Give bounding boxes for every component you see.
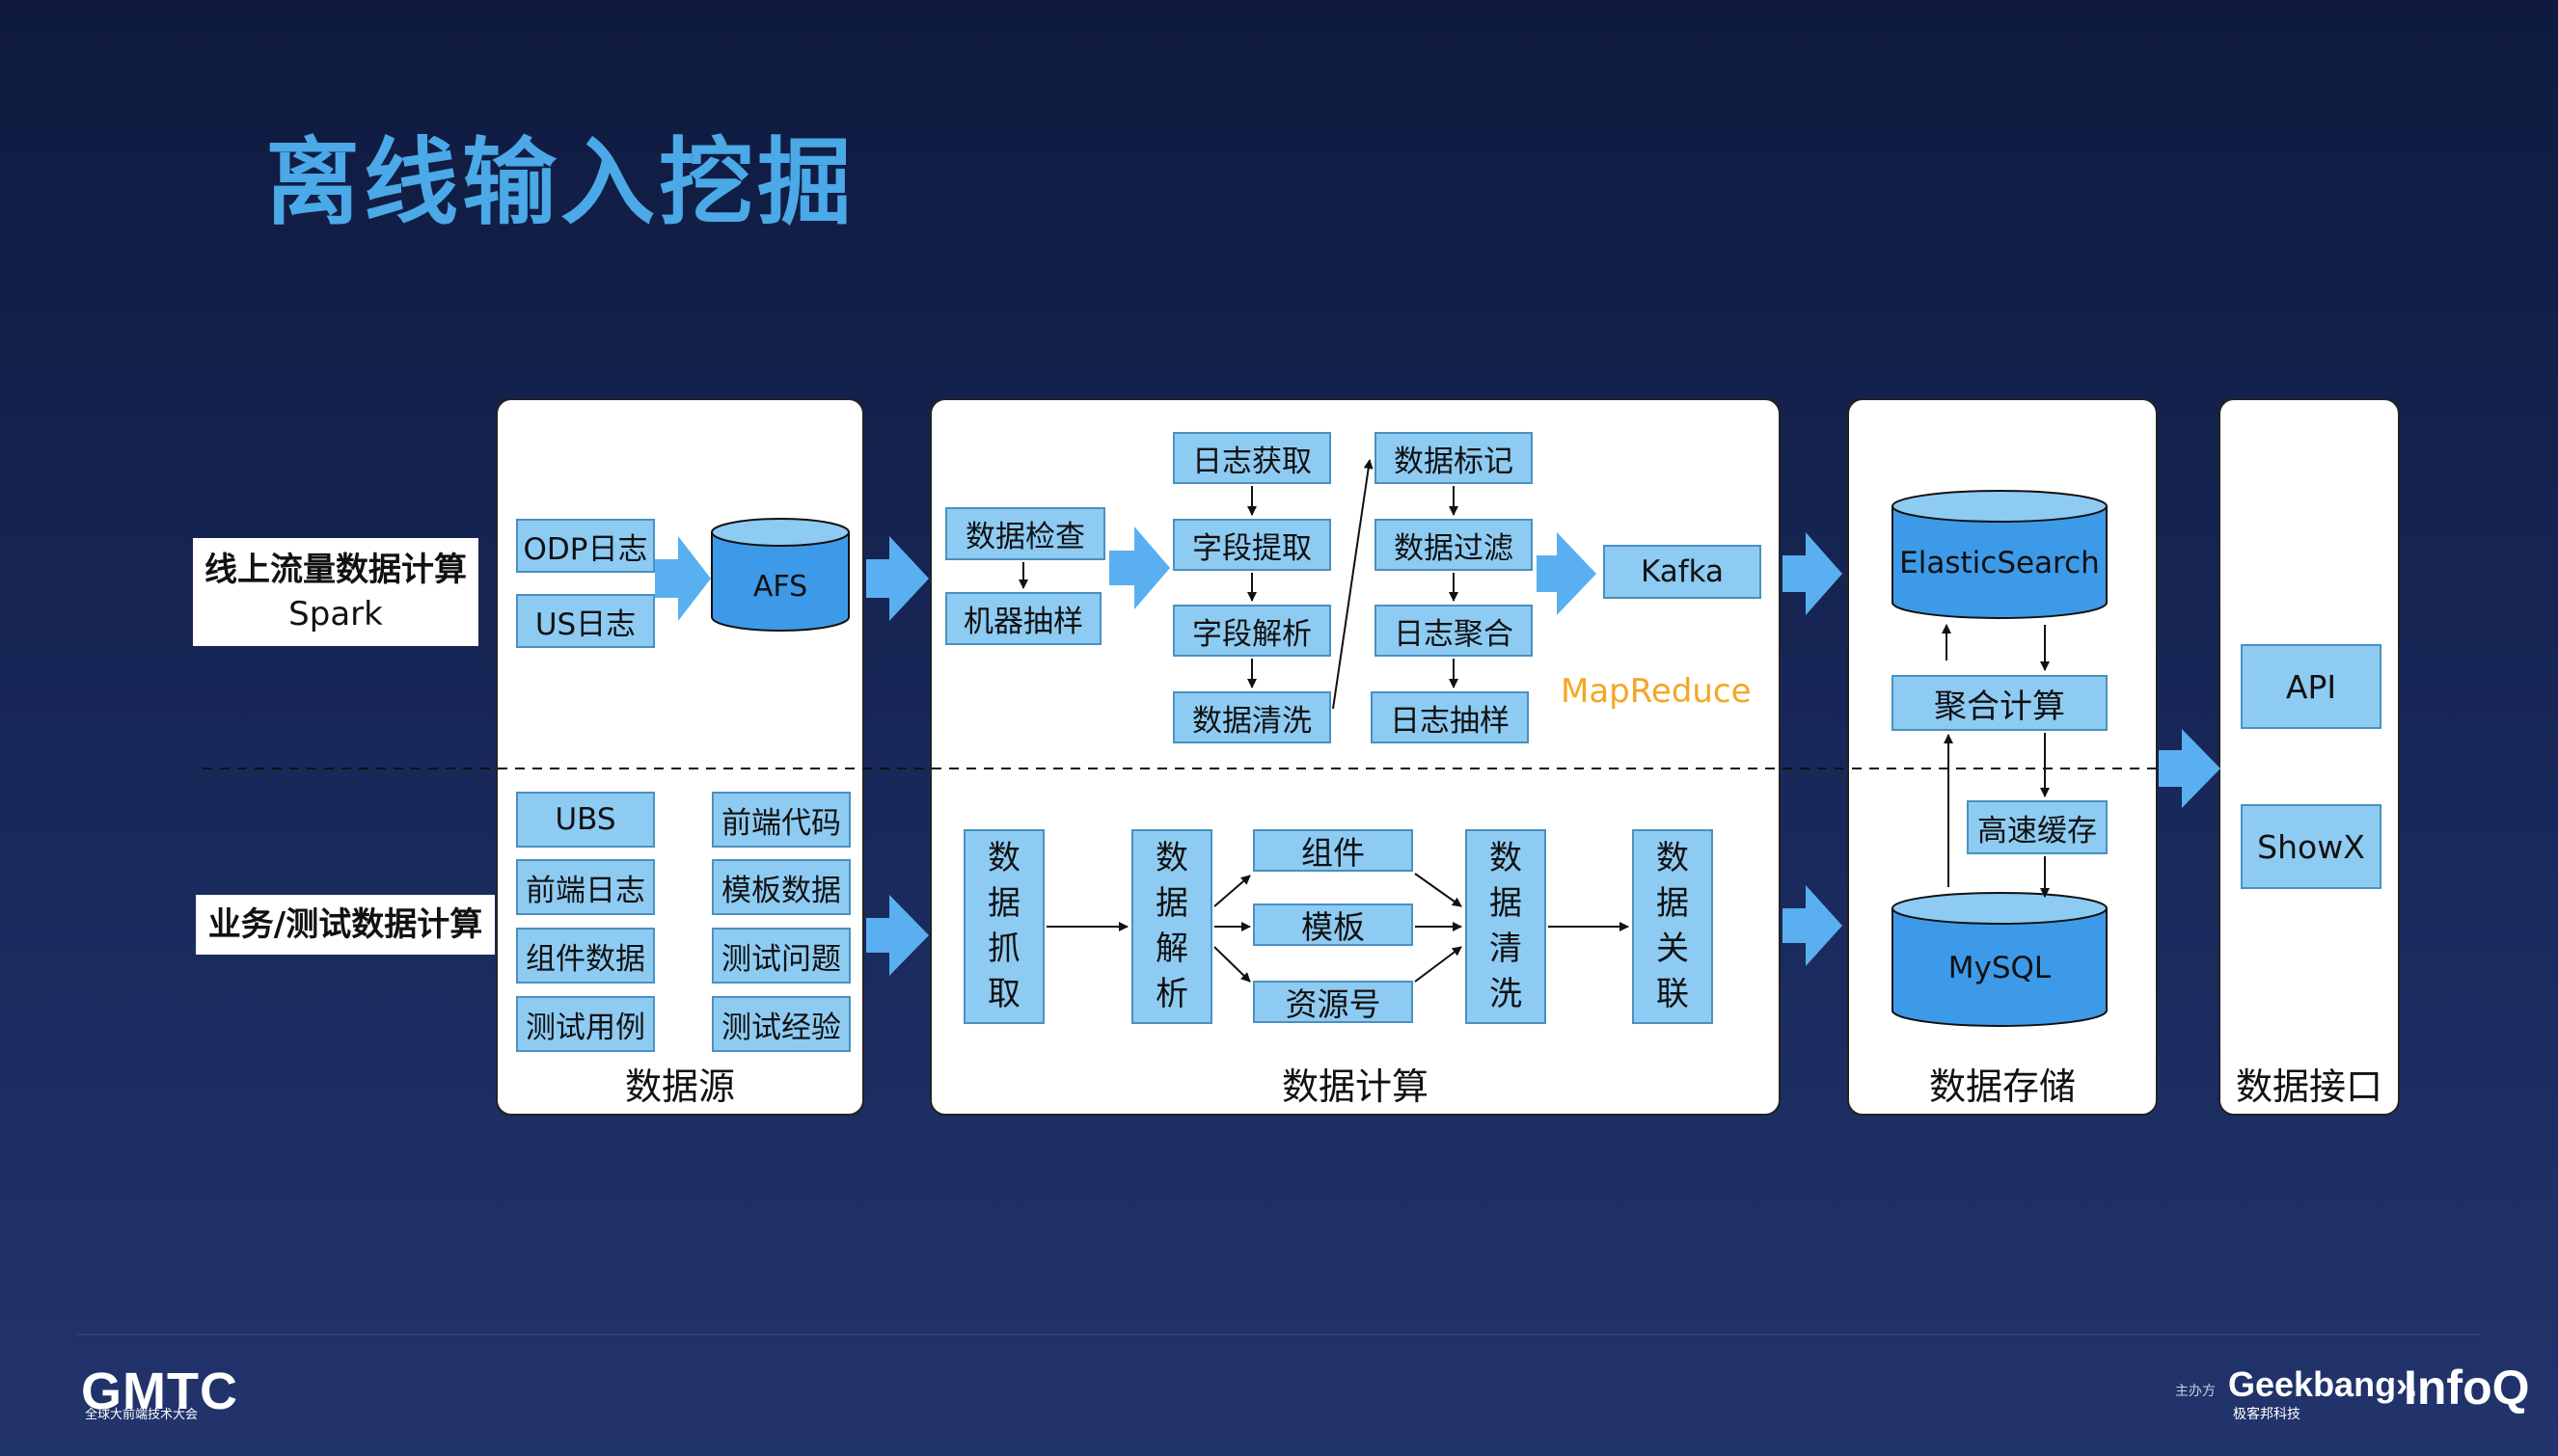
data-clean-vbox: 数据 清洗 [1465, 829, 1546, 1024]
block-arrow [866, 895, 929, 976]
geekbang-subtitle: 极客邦科技 [2233, 1407, 2300, 1422]
data-interface-label: 数据接口 [2235, 1065, 2382, 1108]
data-storage-label: 数据存储 [1928, 1065, 2076, 1108]
slide-title: 离线输入挖掘 [265, 128, 857, 238]
data-interface-panel: 数据接口 [2218, 398, 2400, 1116]
odp-log-box: ODP日志 [516, 519, 655, 573]
field-extract-box: 字段提取 [1173, 519, 1331, 571]
block-arrow [866, 536, 929, 621]
log-sample-box: 日志抽样 [1371, 691, 1529, 743]
data-parse-box: 数据 解析 [1131, 829, 1212, 1024]
data-assoc-box: 数据 关联 [1632, 829, 1713, 1024]
showx-box: ShowX [2241, 804, 2381, 889]
online-calc-title: 线上流量数据计算 [204, 551, 467, 589]
infoq-logo: InfoQ [2404, 1361, 2530, 1415]
template-box: 模板 [1253, 903, 1413, 946]
source-item: 前端日志 [516, 859, 655, 915]
block-arrow [1782, 532, 1842, 615]
business-calc-label: 业务/测试数据计算 [196, 895, 495, 955]
source-item: UBS [516, 792, 655, 848]
footer-divider [77, 1334, 2481, 1335]
data-crawl-box: 数据 抓取 [964, 829, 1045, 1024]
data-compute-label: 数据计算 [1281, 1065, 1429, 1108]
source-item: 测试经验 [712, 996, 851, 1052]
component-box: 组件 [1253, 829, 1413, 872]
source-item: 组件数据 [516, 928, 655, 984]
spark-label: Spark [288, 595, 383, 634]
log-fetch-box: 日志获取 [1173, 432, 1331, 484]
data-filter-box: 数据过滤 [1374, 519, 1533, 571]
geekbang-logo: Geekbang›. [2228, 1364, 2418, 1404]
block-arrow [1782, 885, 1842, 966]
machine-sample-box: 机器抽样 [945, 592, 1102, 645]
source-item: 前端代码 [712, 792, 851, 848]
online-calc-label: 线上流量数据计算 Spark [193, 538, 478, 646]
source-item: 测试问题 [712, 928, 851, 984]
gmtc-subtitle: 全球大前端技术大会 [85, 1408, 199, 1422]
source-item: 模板数据 [712, 859, 851, 915]
data-mark-box: 数据标记 [1374, 432, 1533, 484]
host-label: 主办方 [2175, 1384, 2216, 1399]
mapreduce-label: MapReduce [1561, 672, 1752, 711]
business-calc-title: 业务/测试数据计算 [207, 905, 483, 944]
field-parse-box: 字段解析 [1173, 605, 1331, 657]
aggregate-calc-box: 聚合计算 [1891, 675, 2108, 731]
block-arrow [2159, 729, 2220, 808]
kafka-box: Kafka [1603, 545, 1761, 599]
resource-id-box: 资源号 [1253, 981, 1413, 1023]
log-aggregate-box: 日志聚合 [1374, 605, 1533, 657]
gmtc-logo: GMTC [81, 1362, 238, 1420]
data-check-box: 数据检查 [945, 507, 1105, 560]
source-item: 测试用例 [516, 996, 655, 1052]
us-log-box: US日志 [516, 594, 655, 648]
data-source-label: 数据源 [624, 1065, 735, 1108]
data-clean-box: 数据清洗 [1173, 691, 1331, 743]
data-storage-panel: 数据存储 [1847, 398, 2158, 1116]
api-box: API [2241, 644, 2381, 729]
high-speed-cache-box: 高速缓存 [1967, 800, 2108, 854]
